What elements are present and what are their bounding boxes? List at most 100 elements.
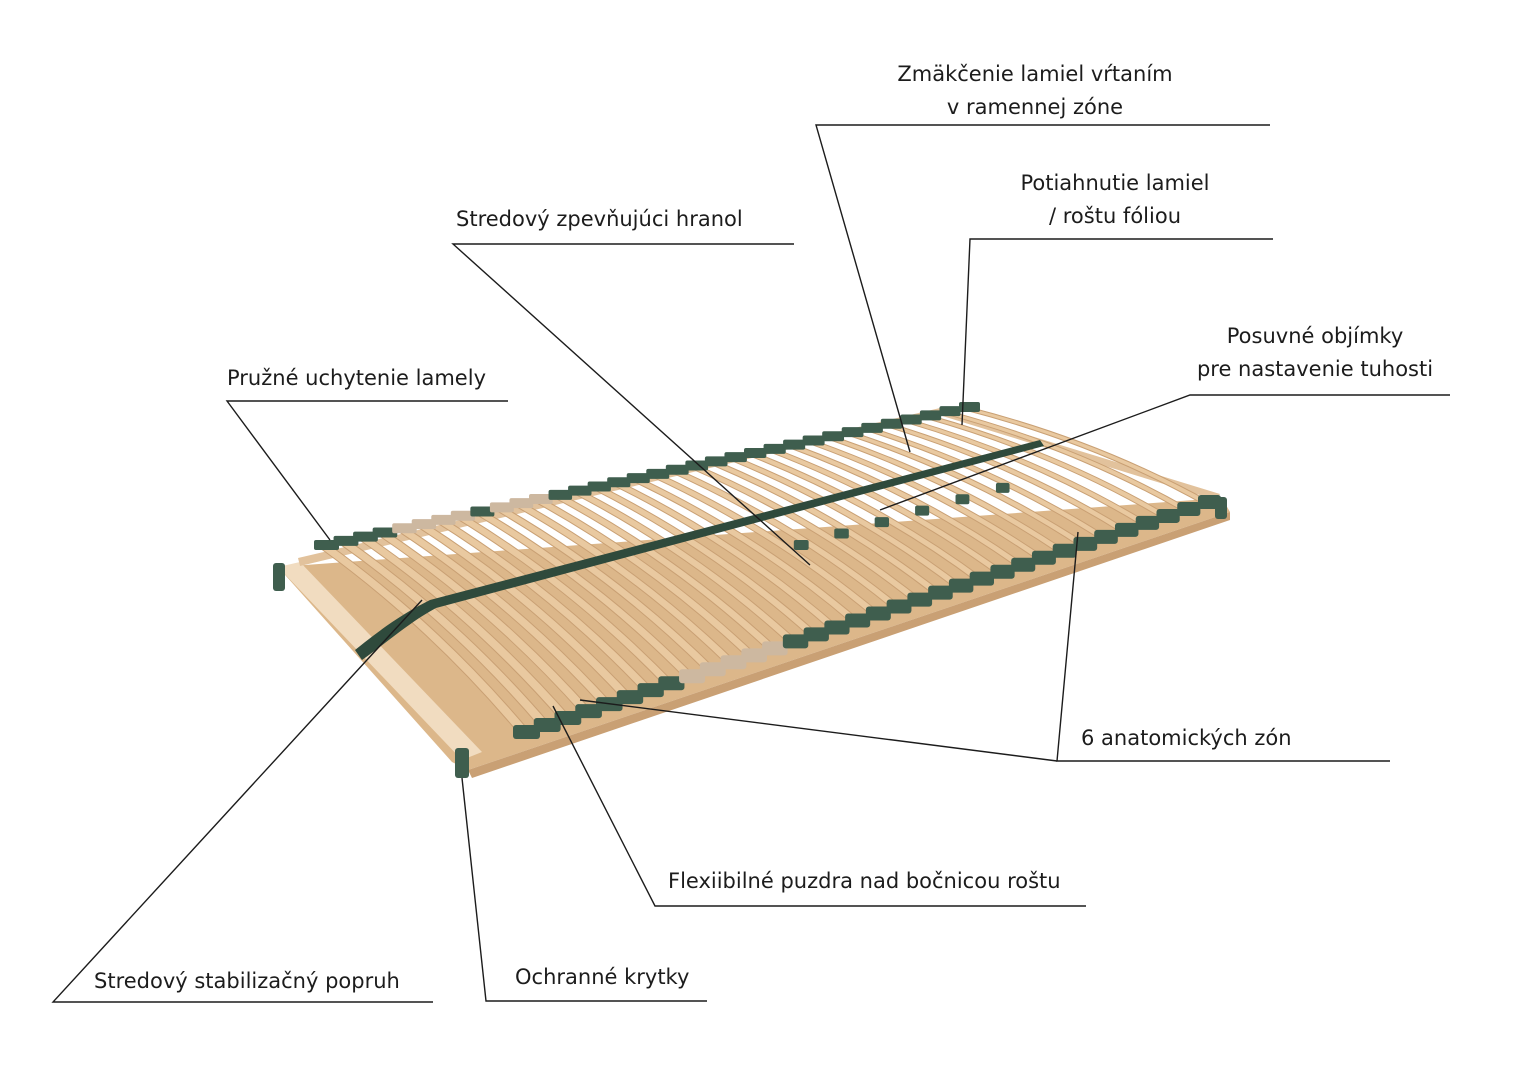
back-slat-holder xyxy=(685,460,709,471)
back-slat-holder xyxy=(607,477,631,488)
leader-flexible-mount xyxy=(225,400,508,541)
front-slat-holder xyxy=(1177,501,1201,516)
back-slat-holder xyxy=(900,414,922,425)
front-slat-holder xyxy=(928,585,953,600)
label-center-strap: Stredový stabilizačný popruh xyxy=(94,969,400,993)
front-slat-holder xyxy=(1031,550,1056,565)
sliding-sleeve xyxy=(793,539,809,550)
back-slat-holder xyxy=(372,527,398,538)
label-anatomical-zones: 6 anatomických zón xyxy=(1081,726,1292,750)
front-slat-holder xyxy=(720,655,747,670)
sliding-sleeve xyxy=(995,482,1010,493)
sliding-sleeve xyxy=(834,528,849,539)
label-sliding-sleeves-line2: pre nastavenie tuhosti xyxy=(1196,357,1434,381)
label-foil-cover-line2: / roštu fóliou xyxy=(1049,204,1181,228)
front-slat-holder xyxy=(637,683,664,698)
back-slat-holder xyxy=(763,443,786,454)
back-slat-holder xyxy=(450,510,475,521)
front-slat-holder xyxy=(824,620,850,635)
back-slat-holder xyxy=(626,473,650,484)
back-slat-holder xyxy=(548,489,573,500)
sliding-sleeve xyxy=(955,494,970,505)
front-slat-holder xyxy=(865,606,891,621)
back-slat-holder xyxy=(646,468,670,479)
front-slat-holder xyxy=(1073,536,1098,551)
front-slat-holder xyxy=(969,571,994,586)
leader-shoulder-softening xyxy=(815,124,1270,453)
end-cap-back xyxy=(273,563,285,591)
sliding-sleeve xyxy=(874,517,889,528)
front-slat-holder xyxy=(1052,543,1077,558)
front-slat-holder xyxy=(990,564,1015,579)
leader-end-caps xyxy=(461,777,707,1002)
front-slat-holder xyxy=(1156,508,1180,523)
front-slat-holder xyxy=(886,599,912,614)
frame-details xyxy=(273,440,1227,778)
front-slat-holder xyxy=(679,669,706,684)
leader-center-strap xyxy=(51,599,433,1003)
back-slat-holder xyxy=(333,535,359,546)
front-slat-holder xyxy=(533,718,561,733)
label-foil-cover-line1: Potiahnutie lamiel xyxy=(1020,171,1210,195)
leader-sliding-sleeves xyxy=(879,394,1450,511)
slat-holders xyxy=(314,402,1221,739)
back-slat-holder xyxy=(841,427,864,438)
back-slat-holder xyxy=(959,402,980,412)
back-slat-holder xyxy=(470,506,495,517)
label-end-caps: Ochranné krytky xyxy=(515,965,690,989)
center-strap xyxy=(355,440,1044,660)
back-slat-holder xyxy=(314,540,339,550)
front-slat-holder xyxy=(782,634,809,649)
leader-center-beam xyxy=(451,243,811,566)
back-slat-holder xyxy=(392,523,417,534)
back-slat-holder xyxy=(509,498,534,509)
back-slat-holder xyxy=(431,514,456,525)
leader-anatomical-zones-2 xyxy=(579,699,1058,762)
back-slat-holder xyxy=(939,406,961,417)
front-slat-holder xyxy=(803,627,829,642)
back-slat-holder xyxy=(568,485,592,496)
front-slat-holder xyxy=(1094,529,1118,544)
label-shoulder-softening-line1: Zmäkčenie lamiel vŕtaním xyxy=(897,62,1173,86)
front-slat-holder xyxy=(762,641,788,656)
front-slat-holder xyxy=(699,662,726,677)
front-slat-holder xyxy=(1135,515,1160,530)
label-shoulder-softening: Zmäkčenie lamiel vŕtaním v ramennej zóne xyxy=(880,58,1190,124)
back-slat-holder xyxy=(529,494,553,504)
back-slat-holder xyxy=(587,481,611,492)
label-center-beam: Stredový zpevňujúci hranol xyxy=(456,207,743,231)
sliding-sleeve xyxy=(915,505,930,516)
back-slat-holder xyxy=(489,502,514,513)
front-slat-holder xyxy=(741,648,767,663)
front-slat-holder xyxy=(948,578,974,593)
back-slat-holder xyxy=(704,456,728,467)
back-slat-holder xyxy=(783,439,806,450)
front-slat-holder xyxy=(575,704,602,719)
back-slat-holder xyxy=(822,431,845,442)
front-slat-holder xyxy=(1114,522,1139,537)
front-slat-holder xyxy=(845,613,871,628)
front-slat-holder xyxy=(616,690,644,705)
back-slat-holder xyxy=(744,448,767,458)
back-slat-holder xyxy=(411,519,437,530)
label-sliding-sleeves-line1: Posuvné objímky xyxy=(1226,324,1404,348)
front-slat-holder xyxy=(1011,557,1036,572)
label-flexible-cases: Flexiibilné puzdra nad bočnicou roštu xyxy=(668,869,1061,893)
leader-lines xyxy=(51,124,1450,1003)
back-slat-holder xyxy=(880,418,903,429)
front-slat-holder xyxy=(907,592,933,607)
end-cap-front-right xyxy=(1215,497,1227,519)
leader-foil-cover xyxy=(961,238,1273,426)
back-slat-holder xyxy=(802,435,825,446)
back-slat-holder xyxy=(919,410,942,421)
leader-flexible-cases xyxy=(552,705,1086,907)
back-slat-holder xyxy=(724,452,747,463)
front-slat-holder xyxy=(513,725,540,739)
end-cap-front-left xyxy=(455,748,469,778)
label-shoulder-softening-line2: v ramennej zóne xyxy=(946,95,1124,119)
front-side-rail-edge xyxy=(468,512,1230,778)
left-end-rail xyxy=(278,562,482,760)
back-slat-holder xyxy=(665,464,689,475)
